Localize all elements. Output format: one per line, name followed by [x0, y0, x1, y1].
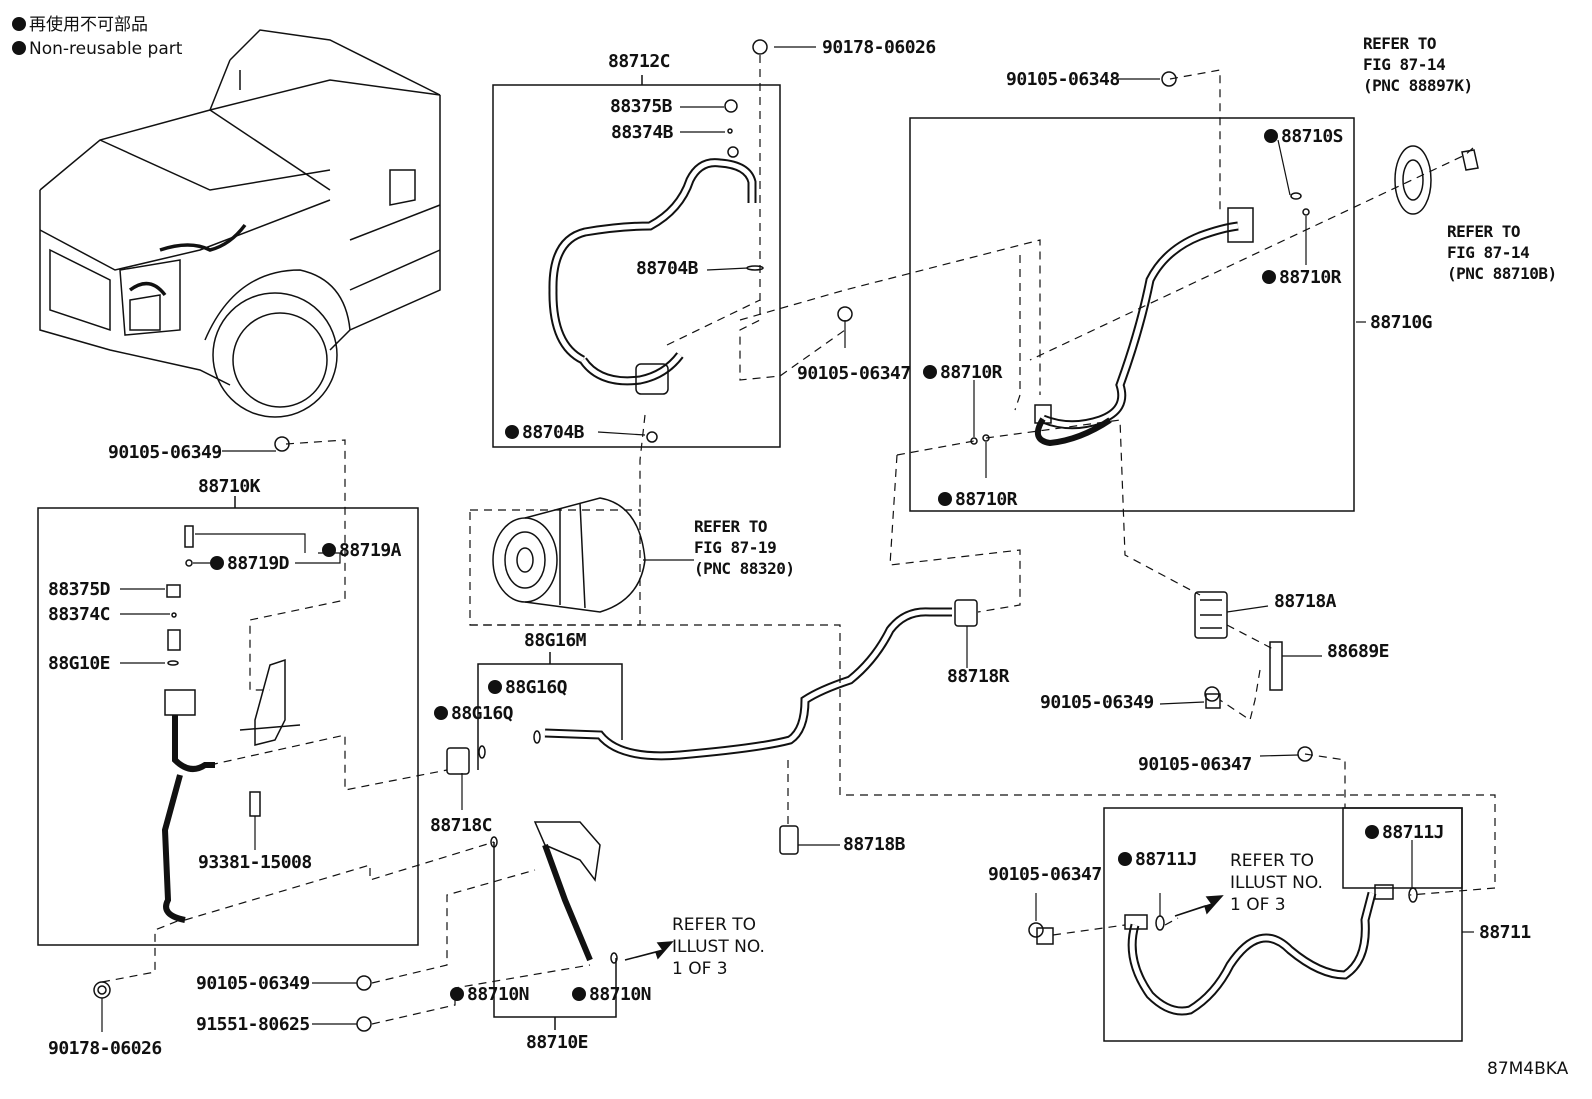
non-reusable-dot-icon — [572, 987, 586, 1001]
label-88718B: 88718B — [843, 834, 906, 855]
clamp-88718A — [1194, 591, 1283, 709]
non-reusable-dot-icon — [450, 987, 464, 1001]
label-91551-80625: 91551-80625 — [196, 1014, 310, 1035]
hose-88712C — [548, 99, 764, 443]
label-88374B: 88374B — [611, 122, 674, 143]
non-reusable-dot-icon — [210, 556, 224, 570]
label-90105-06349-right: 90105-06349 — [1040, 692, 1154, 713]
label-88710R-right: 88710R — [1262, 269, 1342, 287]
figure-code: 87M4BKA — [1487, 1059, 1569, 1079]
label-93381-15008: 93381-15008 — [198, 852, 312, 873]
label-88710G: 88710G — [1370, 312, 1433, 333]
label-88704B-bottom: 88704B — [505, 424, 585, 442]
non-reusable-dot-icon — [938, 492, 952, 506]
label-88719A: 88719A — [322, 542, 402, 560]
label-90105-06347-mid: 90105-06347 — [797, 363, 911, 384]
label-90178-06026-bottom: 90178-06026 — [48, 1038, 162, 1059]
label-88G16Q-upper: 88G16Q — [488, 679, 568, 697]
label-88G16Q-lower: 88G16Q — [434, 705, 514, 723]
non-reusable-dot-icon — [1264, 129, 1278, 143]
label-88711J-left: 88711J — [1118, 851, 1198, 869]
label-88712C: 88712C — [608, 51, 671, 72]
label-90105-06347-right: 90105-06347 — [1138, 754, 1252, 775]
non-reusable-dot-icon — [322, 543, 336, 557]
label-88718C: 88718C — [430, 815, 493, 836]
hose-88710G — [970, 192, 1310, 447]
non-reusable-dot-icon — [488, 680, 502, 694]
box-88711J-inner — [1342, 807, 1463, 889]
label-88718A: 88718A — [1274, 591, 1337, 612]
box-88711 — [1103, 807, 1463, 1042]
bolt-markers — [274, 39, 1313, 938]
label-90105-06349-bottom: 90105-06349 — [196, 973, 310, 994]
label-88711J-right: 88711J — [1365, 824, 1445, 842]
bracket-88710E-parts — [356, 821, 618, 1032]
label-88710N-right: 88710N — [572, 986, 652, 1004]
leader-lines — [101, 46, 1474, 1032]
non-reusable-dot-icon — [1365, 825, 1379, 839]
legend-jp: 再使用不可部品 — [12, 14, 148, 36]
seal-ring-illustration — [1394, 145, 1479, 215]
dashed-connections — [101, 55, 1496, 1025]
box-88710K — [37, 507, 419, 946]
arrow-illust-1 — [624, 941, 674, 961]
arrow-illust-2 — [1174, 895, 1224, 917]
label-88704B-top: 88704B — [636, 258, 699, 279]
label-88710R-lower: 88710R — [938, 491, 1018, 509]
label-90105-06349-left: 90105-06349 — [108, 442, 222, 463]
label-88710R-upper: 88710R — [923, 364, 1003, 382]
vehicle-illustration — [39, 29, 441, 418]
label-88375B: 88375B — [610, 96, 673, 117]
label-90178-06026-top: 90178-06026 — [822, 37, 936, 58]
label-88G10E: 88G10E — [48, 653, 111, 674]
box-88712C — [492, 84, 781, 448]
label-88710S: 88710S — [1264, 128, 1344, 146]
non-reusable-dot-icon — [12, 41, 26, 55]
label-88719D: 88719D — [210, 555, 290, 573]
non-reusable-dot-icon — [1262, 270, 1276, 284]
label-88689E: 88689E — [1327, 641, 1390, 662]
label-90105-06348: 90105-06348 — [1006, 69, 1120, 90]
label-88710K: 88710K — [198, 476, 261, 497]
label-88710N-left: 88710N — [450, 986, 530, 1004]
label-88374C: 88374C — [48, 604, 111, 625]
label-88711: 88711 — [1479, 922, 1531, 943]
assembly-88710K — [93, 525, 301, 999]
label-88G16M: 88G16M — [524, 630, 587, 651]
legend-en: Non-reusable part — [12, 38, 182, 60]
box-88710G — [909, 117, 1355, 512]
label-88718R: 88718R — [947, 666, 1010, 687]
non-reusable-dot-icon — [12, 17, 26, 31]
non-reusable-dot-icon — [1118, 852, 1132, 866]
hose-88711 — [1036, 884, 1418, 1016]
non-reusable-dot-icon — [923, 365, 937, 379]
label-88375D: 88375D — [48, 579, 111, 600]
compressor-illustration — [492, 497, 646, 613]
hose-88G16M — [446, 599, 978, 855]
label-90105-06347-low: 90105-06347 — [988, 864, 1102, 885]
non-reusable-dot-icon — [505, 425, 519, 439]
non-reusable-dot-icon — [434, 706, 448, 720]
label-88710E: 88710E — [526, 1032, 589, 1053]
